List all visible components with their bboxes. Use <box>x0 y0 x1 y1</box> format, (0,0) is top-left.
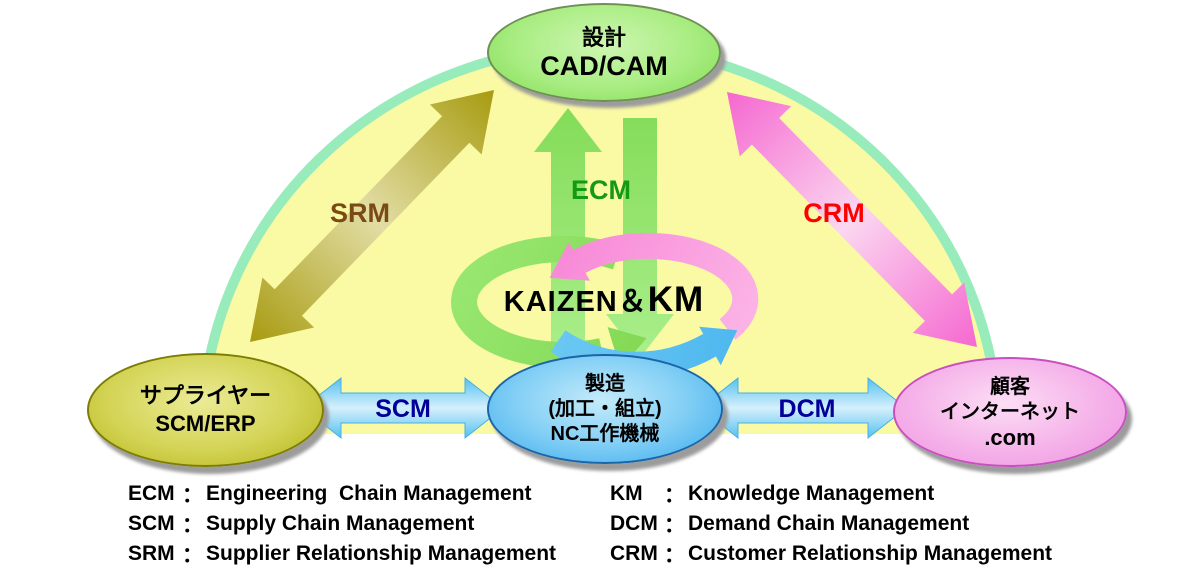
legend-abbr: SCM <box>128 512 175 535</box>
legend-abbr: KM <box>610 482 643 505</box>
legend-colon: ： <box>182 484 203 507</box>
legend-item-crm: CRM ：Customer Relationship Management <box>610 539 1052 569</box>
design-node-line: CAD/CAM <box>540 50 668 81</box>
legend-item-km: KM ：Knowledge Management <box>610 479 1052 509</box>
scm-label: SCM <box>375 395 431 423</box>
legend-colon: ： <box>182 544 203 567</box>
kaizen-pink-cycle-arrow <box>549 232 759 340</box>
customer-node-line: .com <box>984 424 1036 450</box>
crm-label: CRM <box>803 198 865 228</box>
manufacturing-node: 製造 (加工・組立) NC工作機械 <box>487 354 723 464</box>
customer-node: 顧客 インターネット .com <box>893 357 1127 467</box>
legend-definition: Supply Chain Management <box>206 512 475 535</box>
legend-item-ecm: ECM ：Engineering Chain Management <box>128 479 556 509</box>
kaizen-km-label-suffix: KM <box>647 280 705 319</box>
legend-definition: Knowledge Management <box>688 482 935 505</box>
legend-colon: ： <box>182 514 203 537</box>
legend-definition: Customer Relationship Management <box>688 542 1053 565</box>
supplier-node-line: SCM/ERP <box>155 411 256 436</box>
legend-abbr: CRM <box>610 542 658 565</box>
kaizen-km-label-prefix: KAIZEN＆ <box>503 286 648 318</box>
manufacturing-node-line: 製造 <box>585 372 625 395</box>
legend-right-column: KM：Knowledge Management DCM：Demand Chain… <box>610 479 1052 569</box>
supplier-node-line: サプライヤー <box>139 383 272 408</box>
legend-definition: Demand Chain Management <box>688 512 970 535</box>
legend-left-column: ECM：Engineering Chain Management SCM：Sup… <box>128 479 556 569</box>
legend-abbr: SRM <box>128 542 175 565</box>
kaizen-km-label: KAIZEN＆KM <box>444 278 764 320</box>
legend-colon: ： <box>664 484 685 507</box>
manufacturing-node-line: NC工作機械 <box>550 422 660 445</box>
manufacturing-node-line: (加工・組立) <box>548 397 662 420</box>
legend-abbr: DCM <box>610 512 658 535</box>
legend-definition: Engineering Chain Management <box>206 482 532 505</box>
supplier-node: サプライヤー SCM/ERP <box>87 353 324 467</box>
legend-item-dcm: DCM ：Demand Chain Management <box>610 509 1052 539</box>
legend-item-srm: SRM ：Supplier Relationship Management <box>128 539 556 569</box>
dcm-label: DCM <box>778 395 836 423</box>
legend-colon: ： <box>664 544 685 567</box>
srm-arrow <box>250 90 494 342</box>
customer-node-line: インターネット <box>940 400 1080 423</box>
ecm-label: ECM <box>571 175 631 205</box>
srm-label: SRM <box>330 198 390 228</box>
legend-item-scm: SCM ：Supply Chain Management <box>128 509 556 539</box>
legend-colon: ： <box>664 514 685 537</box>
legend-abbr: ECM <box>128 482 175 505</box>
design-node: 設計 CAD/CAM <box>487 3 721 102</box>
design-node-line: 設計 <box>581 24 626 50</box>
legend-definition: Supplier Relationship Management <box>206 542 557 565</box>
crm-arrow <box>727 92 977 347</box>
customer-node-line: 顧客 <box>990 375 1030 398</box>
